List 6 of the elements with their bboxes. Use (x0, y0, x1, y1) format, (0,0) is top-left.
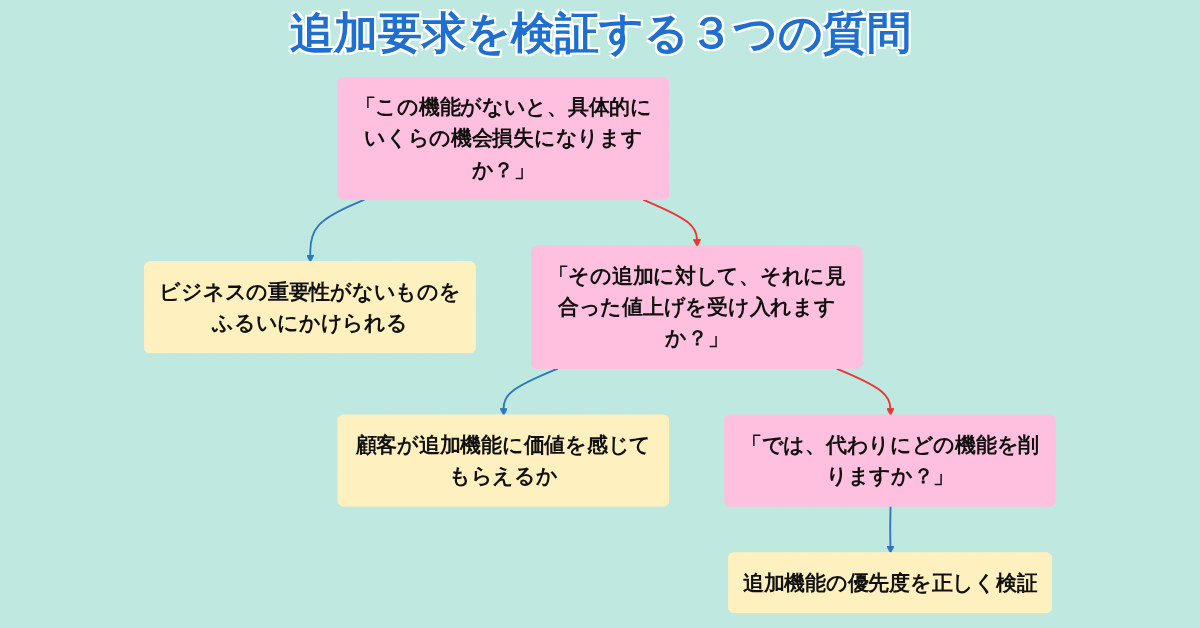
arrow (306, 198, 366, 263)
title: 追加要求を検証する３つの質問 (288, 6, 912, 60)
arrow (642, 198, 702, 248)
arrow (886, 505, 895, 554)
arrow (835, 367, 895, 417)
arrow (499, 367, 559, 417)
